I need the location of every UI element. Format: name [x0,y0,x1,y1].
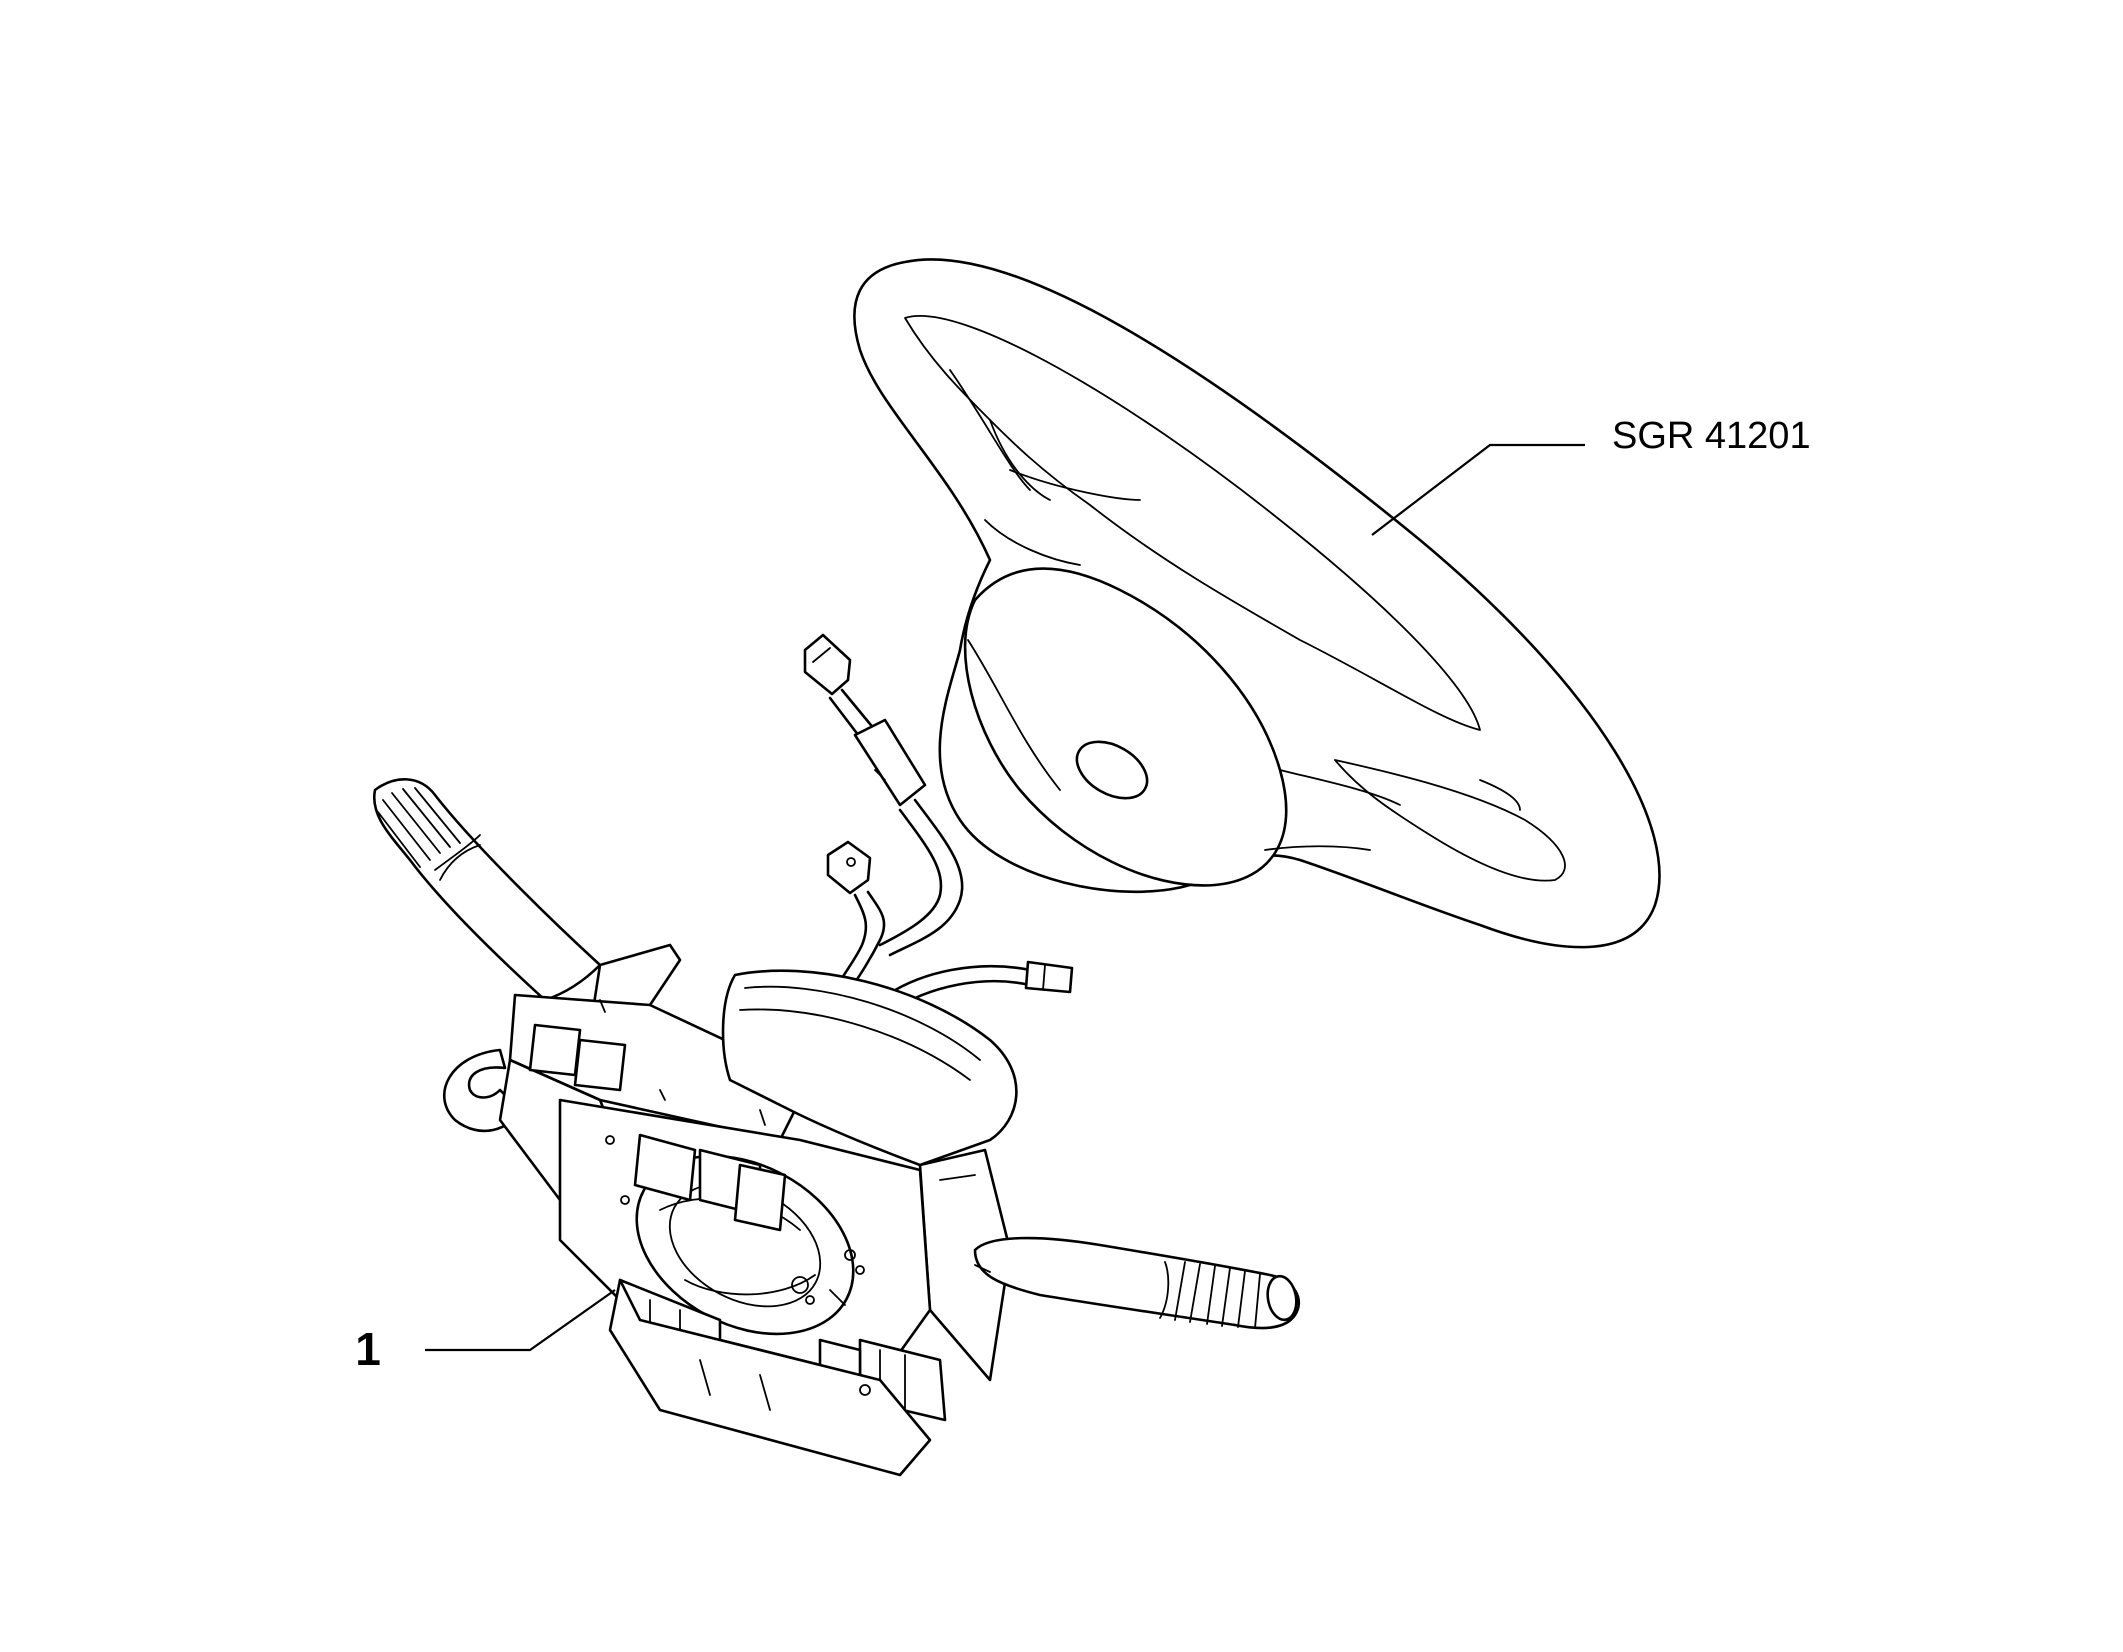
wiring-harness[interactable] [803,633,1074,1014]
switch-unit-leader [425,1289,616,1352]
switch-unit-callout-label: 1 [355,1323,381,1375]
steering-column-switch-unit[interactable] [443,943,1018,1477]
right-stalk-lever[interactable] [973,1236,1301,1330]
steering-wheel-callout-label: SGR 41201 [1612,415,1811,457]
steering-wheel-leader [1371,443,1585,536]
leader-lines [425,443,1585,1352]
steering-wheel[interactable] [853,258,1661,949]
left-stalk-lever[interactable] [372,778,602,1002]
